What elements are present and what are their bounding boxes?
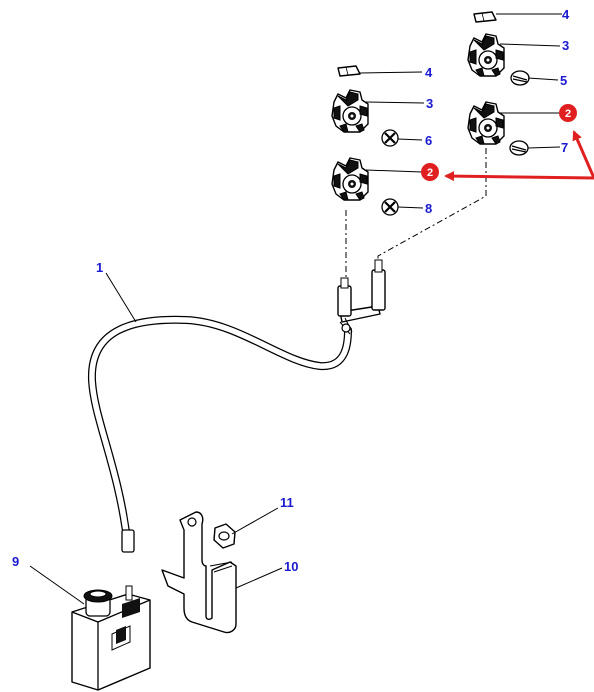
callout-bracket: 10 — [284, 559, 298, 574]
highlight-arrows — [444, 130, 594, 182]
svg-text:2: 2 — [427, 167, 433, 179]
badge-jet-highlighted-right: 2 — [559, 104, 577, 122]
callout-reservoir: 9 — [12, 554, 19, 569]
connection-line-right — [377, 148, 487, 262]
callout-valve-highlighted-left: 8 — [425, 201, 432, 216]
jet-highlighted-left — [331, 157, 369, 201]
valve-highlighted-right — [509, 140, 529, 156]
reservoir — [71, 585, 151, 691]
callout-hose: 1 — [96, 260, 103, 275]
callout-valve-middle-left: 6 — [425, 133, 432, 148]
jet-top-right — [467, 33, 505, 77]
callout-jet-middle-left: 3 — [426, 96, 433, 111]
callout-valve-top-right: 5 — [560, 73, 567, 88]
jet-middle-left — [331, 89, 369, 133]
jet-highlighted-right — [467, 101, 505, 145]
callout-cap-middle-left: 4 — [425, 65, 433, 80]
bracket — [161, 511, 237, 634]
cap-top-right — [473, 11, 497, 23]
cap-middle-left — [337, 65, 361, 77]
badge-jet-highlighted-left: 2 — [421, 163, 439, 181]
callout-valve-highlighted-right: 7 — [561, 140, 568, 155]
hose — [87, 315, 352, 553]
hose-connectors — [337, 259, 386, 335]
callout-jet-top-right: 3 — [562, 38, 569, 53]
valve-middle-left — [380, 128, 400, 148]
nut — [213, 523, 236, 549]
valve-highlighted-left — [380, 197, 400, 217]
callout-nut: 11 — [280, 495, 294, 510]
svg-text:2: 2 — [565, 108, 571, 120]
leader-lines — [29, 13, 562, 605]
callout-cap-top-right: 4 — [562, 7, 570, 22]
valve-top-right — [510, 70, 530, 86]
